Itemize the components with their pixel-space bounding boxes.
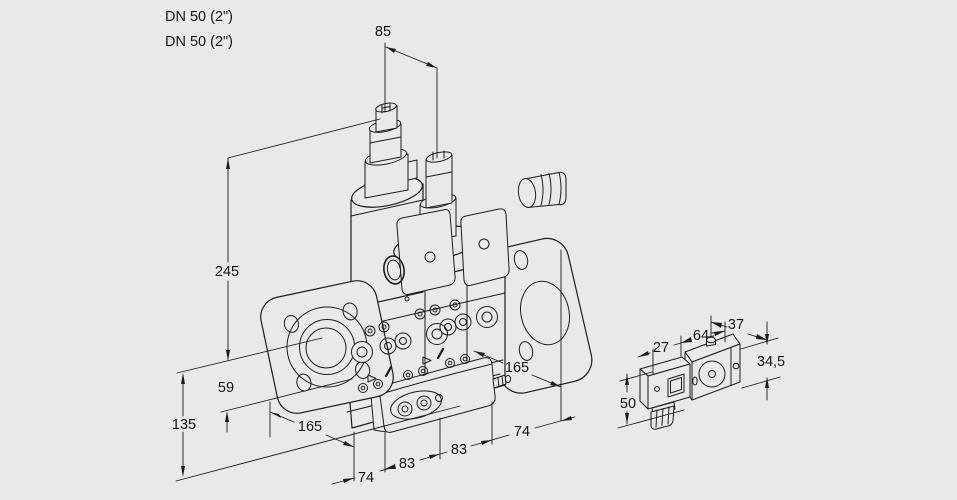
dim-165-left-lines <box>269 401 355 448</box>
dim-135-lines <box>175 373 461 482</box>
dim-85-lines <box>384 42 438 159</box>
dn-label-2: DN 50 (2") <box>165 34 233 50</box>
dim-34-5-label: 34,5 <box>757 354 785 370</box>
dim-165-right-label: 165 <box>505 360 529 376</box>
flow-arrow-icon <box>367 374 377 383</box>
left-flange <box>260 280 394 414</box>
dim-50-label: 50 <box>620 396 636 412</box>
labels: DN 50 (2") DN 50 (2") 85 245 59 135 165 … <box>165 9 785 486</box>
dn-label-1: DN 50 (2") <box>165 9 233 25</box>
switch-top-screw <box>706 335 716 347</box>
dim-245-lines <box>176 118 381 374</box>
dim-85-label: 85 <box>375 24 391 40</box>
dim-245-label: 245 <box>215 264 239 280</box>
valve-assembly-drawing <box>260 102 593 433</box>
dimension-lines <box>175 42 781 485</box>
cable-gland <box>650 401 676 430</box>
dim-165-right-lines <box>473 350 562 388</box>
dim-83-right-label: 83 <box>451 442 467 458</box>
dim-chain-lines <box>331 249 576 485</box>
valve-body-hardware <box>351 299 498 393</box>
dim-59-lines <box>220 378 353 433</box>
sealing-cap <box>517 171 567 208</box>
dim-74-left-label: 74 <box>358 470 374 486</box>
mounting-brackets <box>383 208 510 295</box>
dim-135-label: 135 <box>172 417 196 433</box>
dim-switch-lines <box>617 315 781 429</box>
dim-83-left-label: 83 <box>399 456 415 472</box>
dim-74-right-label: 74 <box>514 424 530 440</box>
dim-165-left-label: 165 <box>298 419 322 435</box>
pressure-switch-drawing <box>639 333 741 430</box>
flow-arrow-icon <box>422 356 432 365</box>
switch-connector <box>639 356 691 410</box>
dim-59-label: 59 <box>218 380 234 396</box>
dim-37-label: 37 <box>728 317 744 333</box>
dim-27-label: 27 <box>653 340 669 356</box>
dim-64-label: 64 <box>693 328 709 344</box>
